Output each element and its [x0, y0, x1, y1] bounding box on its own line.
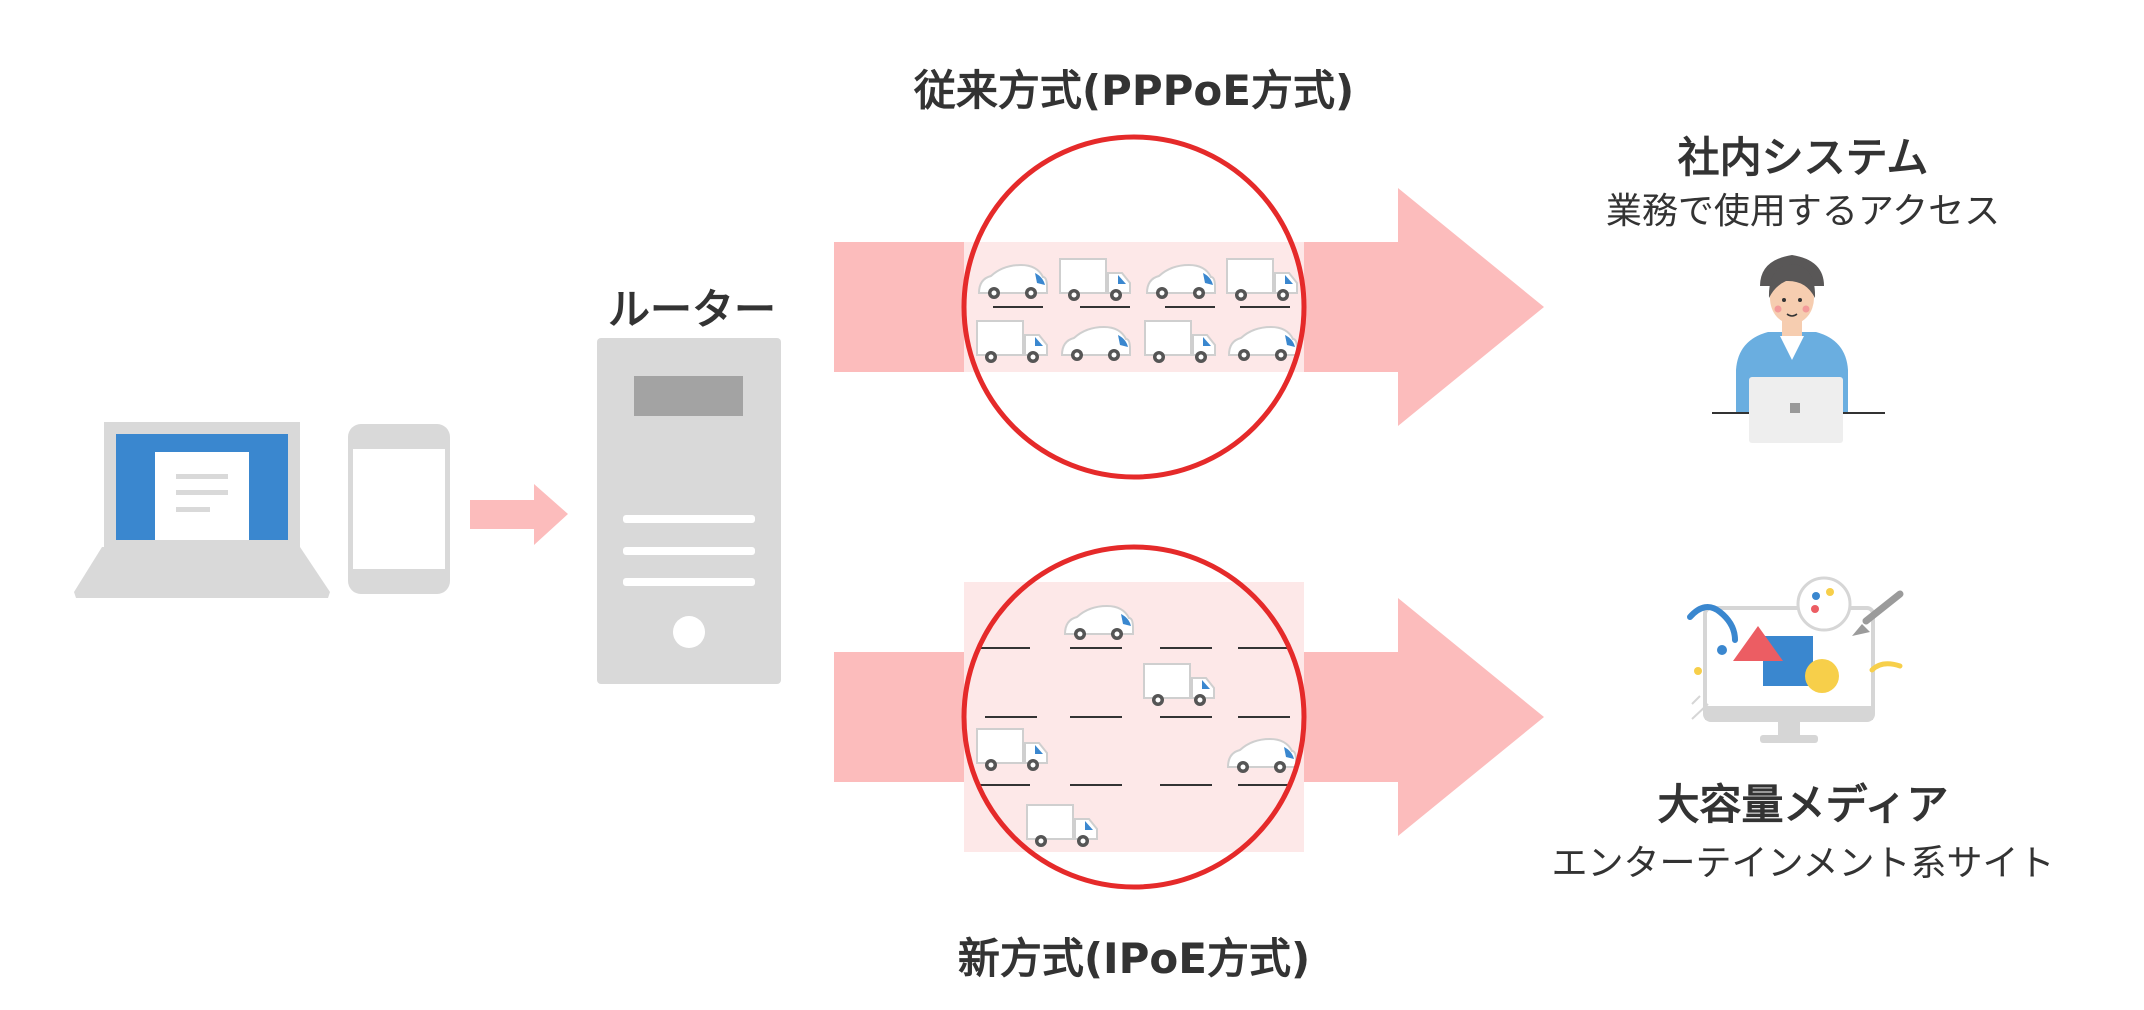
smartphone-icon: [348, 424, 450, 594]
large-media-title: 大容量メディア: [1657, 780, 1949, 829]
internal-system-title: 社内システム: [1677, 133, 1929, 182]
small-arrow: [470, 484, 568, 545]
pppoe-title: 従来方式(PPPoE方式): [913, 66, 1355, 115]
laptop-icon: [74, 422, 330, 598]
ipoe-title: 新方式(IPoE方式): [957, 934, 1311, 983]
free-lane: [961, 544, 1307, 890]
router-label: ルーター: [607, 285, 777, 334]
internal-system-subtitle: 業務で使用するアクセス: [1605, 191, 2001, 232]
media-monitor-icon: [1687, 576, 1904, 743]
congested-lane: [961, 134, 1307, 480]
router-icon: [597, 338, 781, 684]
office-worker-icon: [1712, 255, 1885, 443]
large-media-subtitle: エンターテインメント系サイト: [1551, 843, 2055, 884]
